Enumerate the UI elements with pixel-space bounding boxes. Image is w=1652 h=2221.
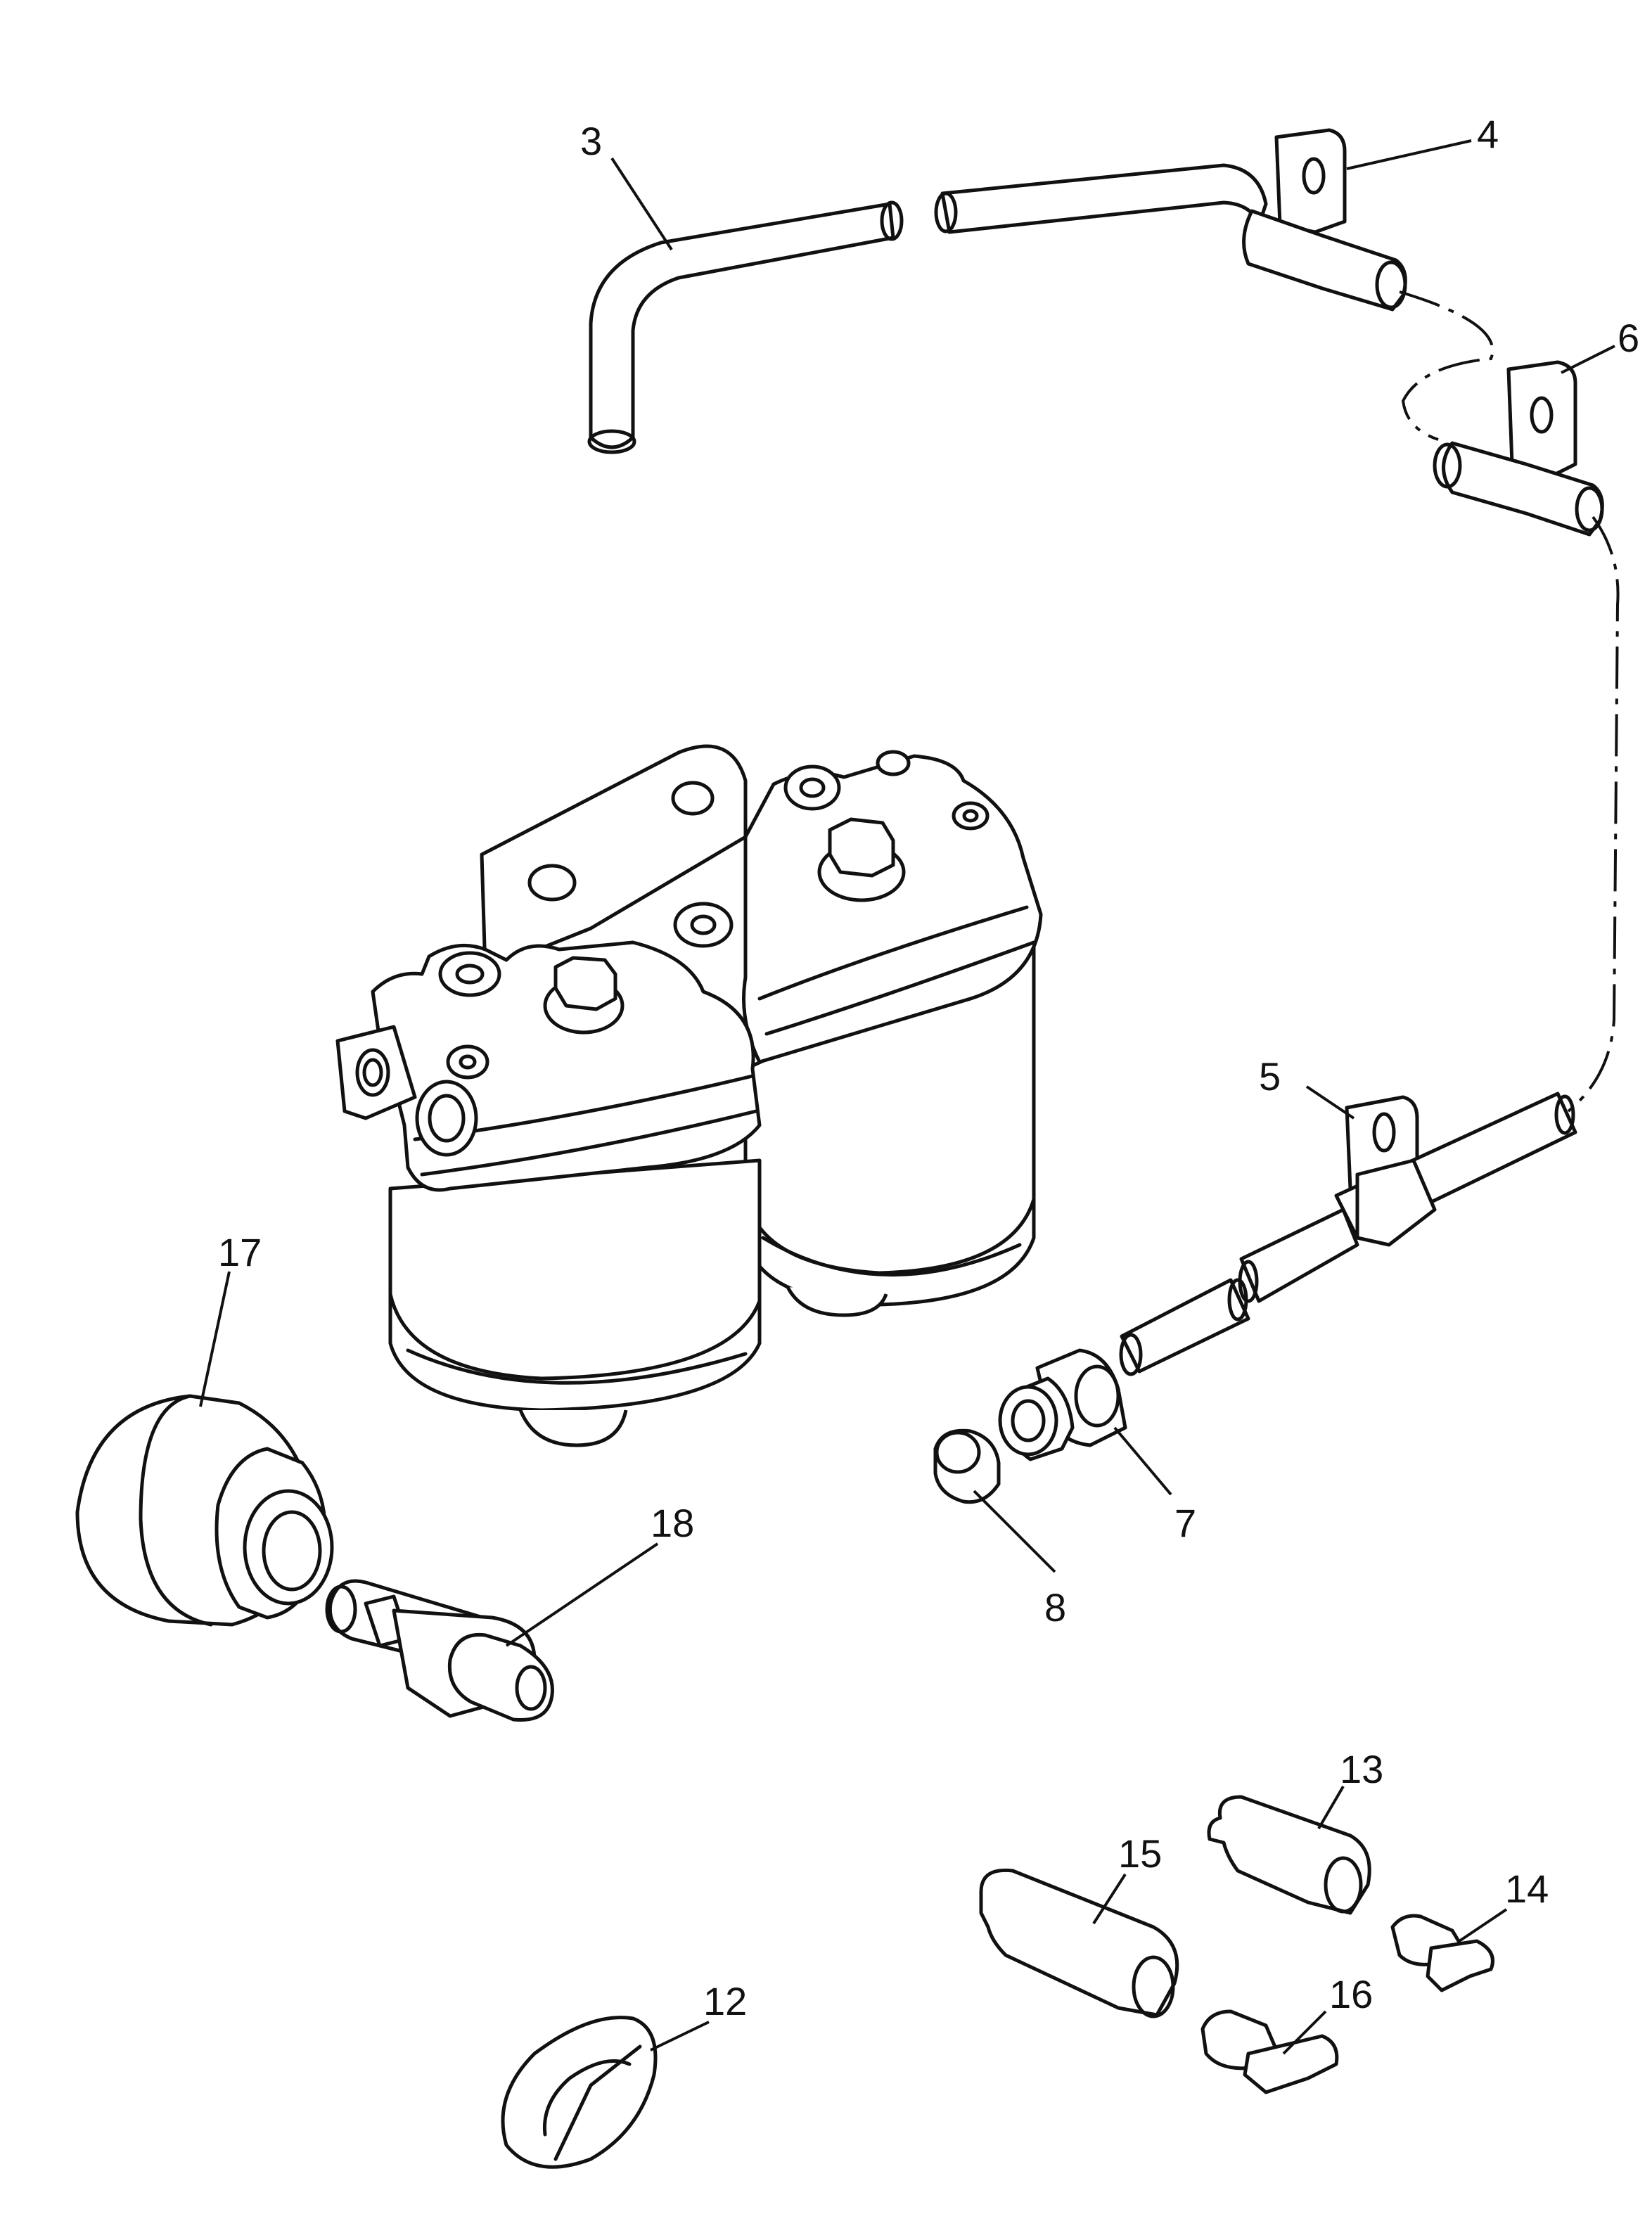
leader-6	[1561, 345, 1615, 374]
part-4-bracket-hose	[934, 128, 1407, 312]
callout-5: 5	[1259, 1054, 1281, 1099]
callout-15: 15	[1118, 1831, 1162, 1876]
part-12-grommet	[501, 2016, 658, 2169]
part-17-knob	[75, 1394, 334, 1627]
part-3-hose	[587, 200, 904, 454]
callout-3: 3	[580, 119, 602, 163]
leader-lines	[199, 139, 1615, 2055]
callout-16: 16	[1329, 1972, 1373, 2016]
callout-labels: 3 4 6 5 7 8 17 18 13 14 15 16 12	[218, 112, 1639, 2023]
dashed-path-side	[1567, 516, 1620, 1113]
part-16-terminal	[1200, 2009, 1339, 2094]
part-8-sleeve	[933, 1428, 1001, 1504]
part-6-bracket	[1433, 360, 1604, 537]
leader-15	[1092, 1873, 1127, 1925]
leader-4	[1346, 139, 1472, 170]
leader-13	[1317, 1785, 1345, 1830]
leader-14	[1458, 1908, 1508, 1942]
leader-7	[1113, 1426, 1172, 1496]
leader-3	[610, 157, 673, 251]
part-7-fitting	[998, 1348, 1127, 1461]
callout-13: 13	[1340, 1747, 1383, 1791]
callout-18: 18	[651, 1501, 694, 1545]
callout-4: 4	[1477, 112, 1499, 156]
leader-17	[199, 1271, 231, 1407]
part-13-connector	[1207, 1795, 1371, 1915]
callout-8: 8	[1044, 1585, 1066, 1630]
leader-12	[650, 2021, 710, 2052]
callout-7: 7	[1174, 1501, 1196, 1545]
leader-8	[973, 1490, 1056, 1573]
dashed-path-upper	[1399, 290, 1494, 441]
fuel-filter-assembly	[335, 744, 1043, 1447]
callout-14: 14	[1505, 1867, 1549, 1911]
leader-16	[1282, 2010, 1327, 2055]
part-18-switch	[325, 1579, 554, 1722]
callout-12: 12	[703, 1979, 747, 2023]
part-14-terminal	[1390, 1914, 1494, 1992]
leader-5	[1305, 1085, 1355, 1120]
leader-18	[505, 1542, 659, 1647]
callout-6: 6	[1618, 316, 1639, 360]
part-5-bracket-hose	[1119, 1092, 1577, 1376]
callout-17: 17	[218, 1230, 262, 1274]
part-15-connector	[979, 1868, 1179, 2018]
